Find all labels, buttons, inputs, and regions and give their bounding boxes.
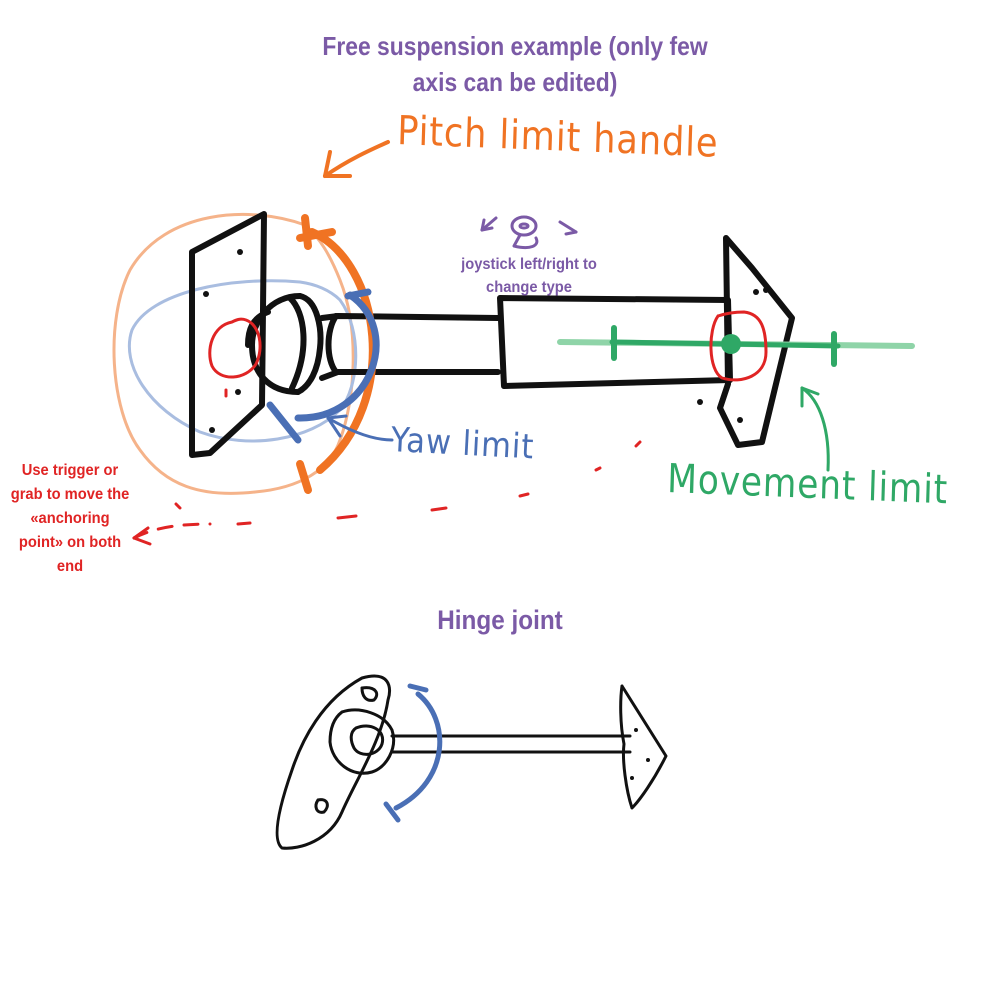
trigger-hint: Use trigger or grab to move the «anchori… [10, 462, 130, 575]
hinge-limit-arc [383, 683, 443, 823]
yaw-range-ellipse [127, 279, 358, 443]
joystick-icon [480, 215, 578, 250]
left-anchor-plate [189, 211, 267, 458]
hinge-title: Hinge joint [437, 605, 563, 635]
yaw-arrow [326, 414, 394, 442]
yaw-limit-label: Yaw limit [389, 420, 536, 468]
pitch-range-sphere [112, 212, 355, 495]
pitch-limit-handle-arc [296, 214, 377, 494]
shaft [319, 313, 501, 381]
right-anchor-plate [697, 235, 795, 448]
movement-arrow [800, 386, 830, 472]
hinge-joint-sketch [275, 674, 668, 850]
anchoring-points [208, 310, 768, 382]
main-title: Free suspension example (only few axis c… [322, 31, 708, 97]
joystick-hint: joystick left/right to change type [461, 256, 597, 296]
yaw-limit-arc [266, 288, 380, 444]
movement-limit-axis [557, 325, 915, 367]
anchor-move-arrow [132, 388, 642, 546]
pitch-arrow [323, 140, 390, 178]
